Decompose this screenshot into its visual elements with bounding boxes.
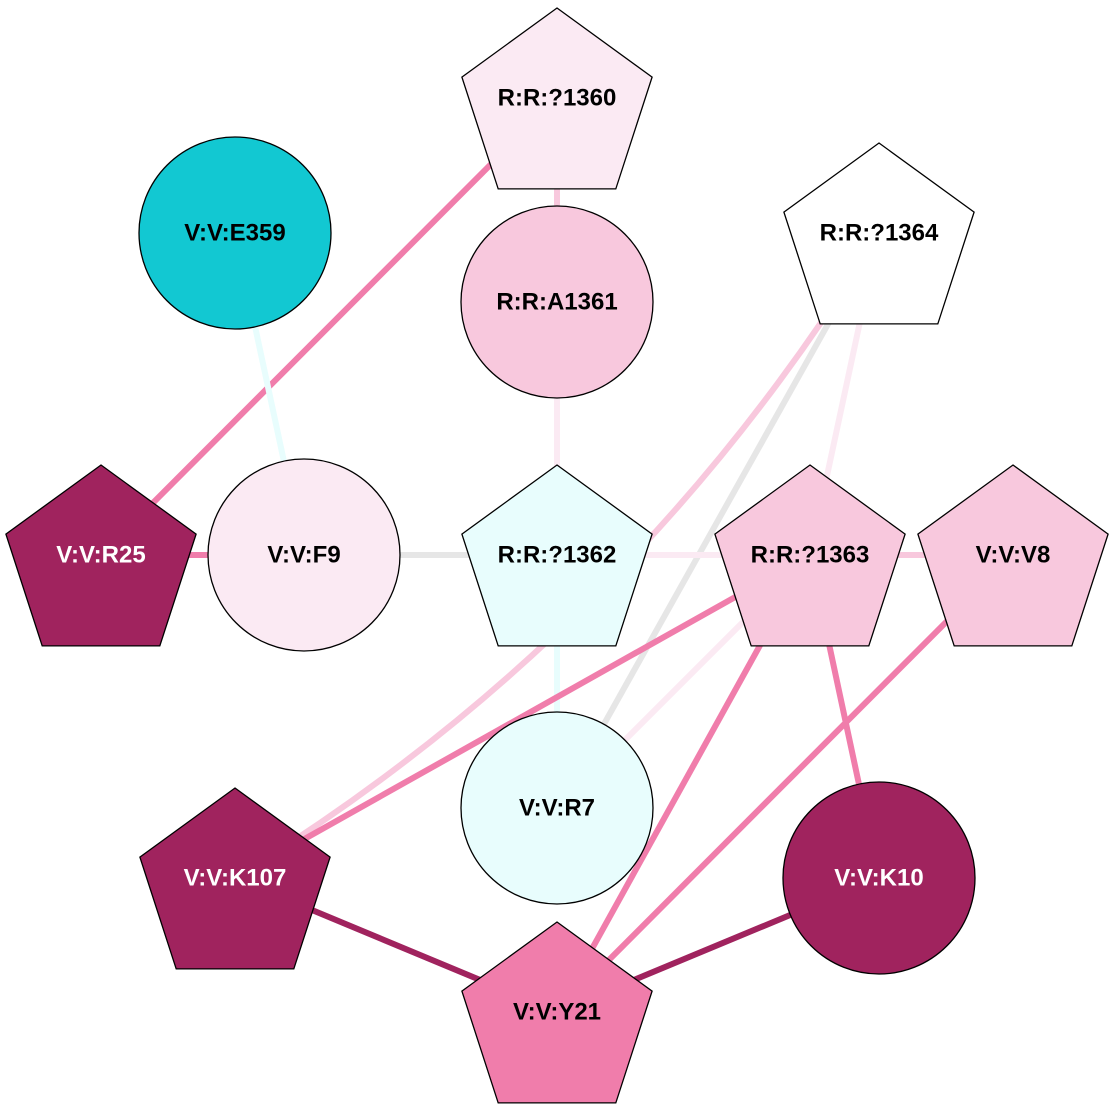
node-label: R:R:?1363: [751, 542, 870, 569]
edge-r-r-1364-to-v-v-r7: [554, 231, 882, 810]
node-label: R:R:?1364: [820, 220, 939, 247]
node-r-r-1360[interactable]: R:R:?1360: [461, 7, 653, 190]
circle-node-shape: [138, 136, 332, 330]
circle-node-shape: [460, 205, 654, 399]
node-label: V:V:R7: [519, 795, 595, 822]
pentagon-node-shape: [714, 464, 906, 647]
circle-node-shape: [460, 711, 654, 905]
node-label: V:V:V8: [976, 542, 1051, 569]
pentagon-node-shape: [461, 464, 653, 647]
node-v-v-v8[interactable]: V:V:V8: [917, 464, 1109, 647]
node-label: R:R:?1362: [498, 542, 617, 569]
node-v-v-e359[interactable]: V:V:E359: [138, 136, 332, 330]
pentagon-node-shape: [783, 142, 975, 325]
edge-r-r-1360-to-v-v-r25: [98, 95, 560, 558]
node-label: R:R:A1361: [496, 289, 617, 316]
pentagon-node-shape: [461, 921, 653, 1104]
node-label: V:V:Y21: [513, 999, 601, 1026]
node-r-r-1363[interactable]: R:R:?1363: [714, 464, 906, 647]
pentagon-node-shape: [917, 464, 1109, 647]
node-v-v-r7[interactable]: V:V:R7: [460, 711, 654, 905]
circle-node-shape: [207, 458, 401, 652]
edge-v-v-v8-to-v-v-y21: [554, 552, 1016, 1015]
node-label: V:V:K10: [834, 865, 923, 892]
edge-r-r-1363-to-v-v-k107: [233, 552, 812, 881]
node-label: V:V:K107: [184, 865, 287, 892]
circle-node-shape: [782, 781, 976, 975]
node-v-v-k10[interactable]: V:V:K10: [782, 781, 976, 975]
node-r-r-1362[interactable]: R:R:?1362: [461, 464, 653, 647]
pentagon-node-shape: [461, 7, 653, 190]
node-v-v-k107[interactable]: V:V:K107: [139, 787, 331, 970]
node-v-v-r25[interactable]: V:V:R25: [5, 464, 197, 647]
node-label: V:V:E359: [184, 220, 285, 247]
node-v-v-f9[interactable]: V:V:F9: [207, 458, 401, 652]
pentagon-node-shape: [5, 464, 197, 647]
node-r-r-a1361[interactable]: R:R:A1361: [460, 205, 654, 399]
node-v-v-y21[interactable]: V:V:Y21: [461, 921, 653, 1104]
node-r-r-1364[interactable]: R:R:?1364: [783, 142, 975, 325]
node-label: R:R:?1360: [498, 85, 617, 112]
node-label: V:V:R25: [56, 542, 145, 569]
pentagon-node-shape: [139, 787, 331, 970]
node-label: V:V:F9: [267, 542, 340, 569]
